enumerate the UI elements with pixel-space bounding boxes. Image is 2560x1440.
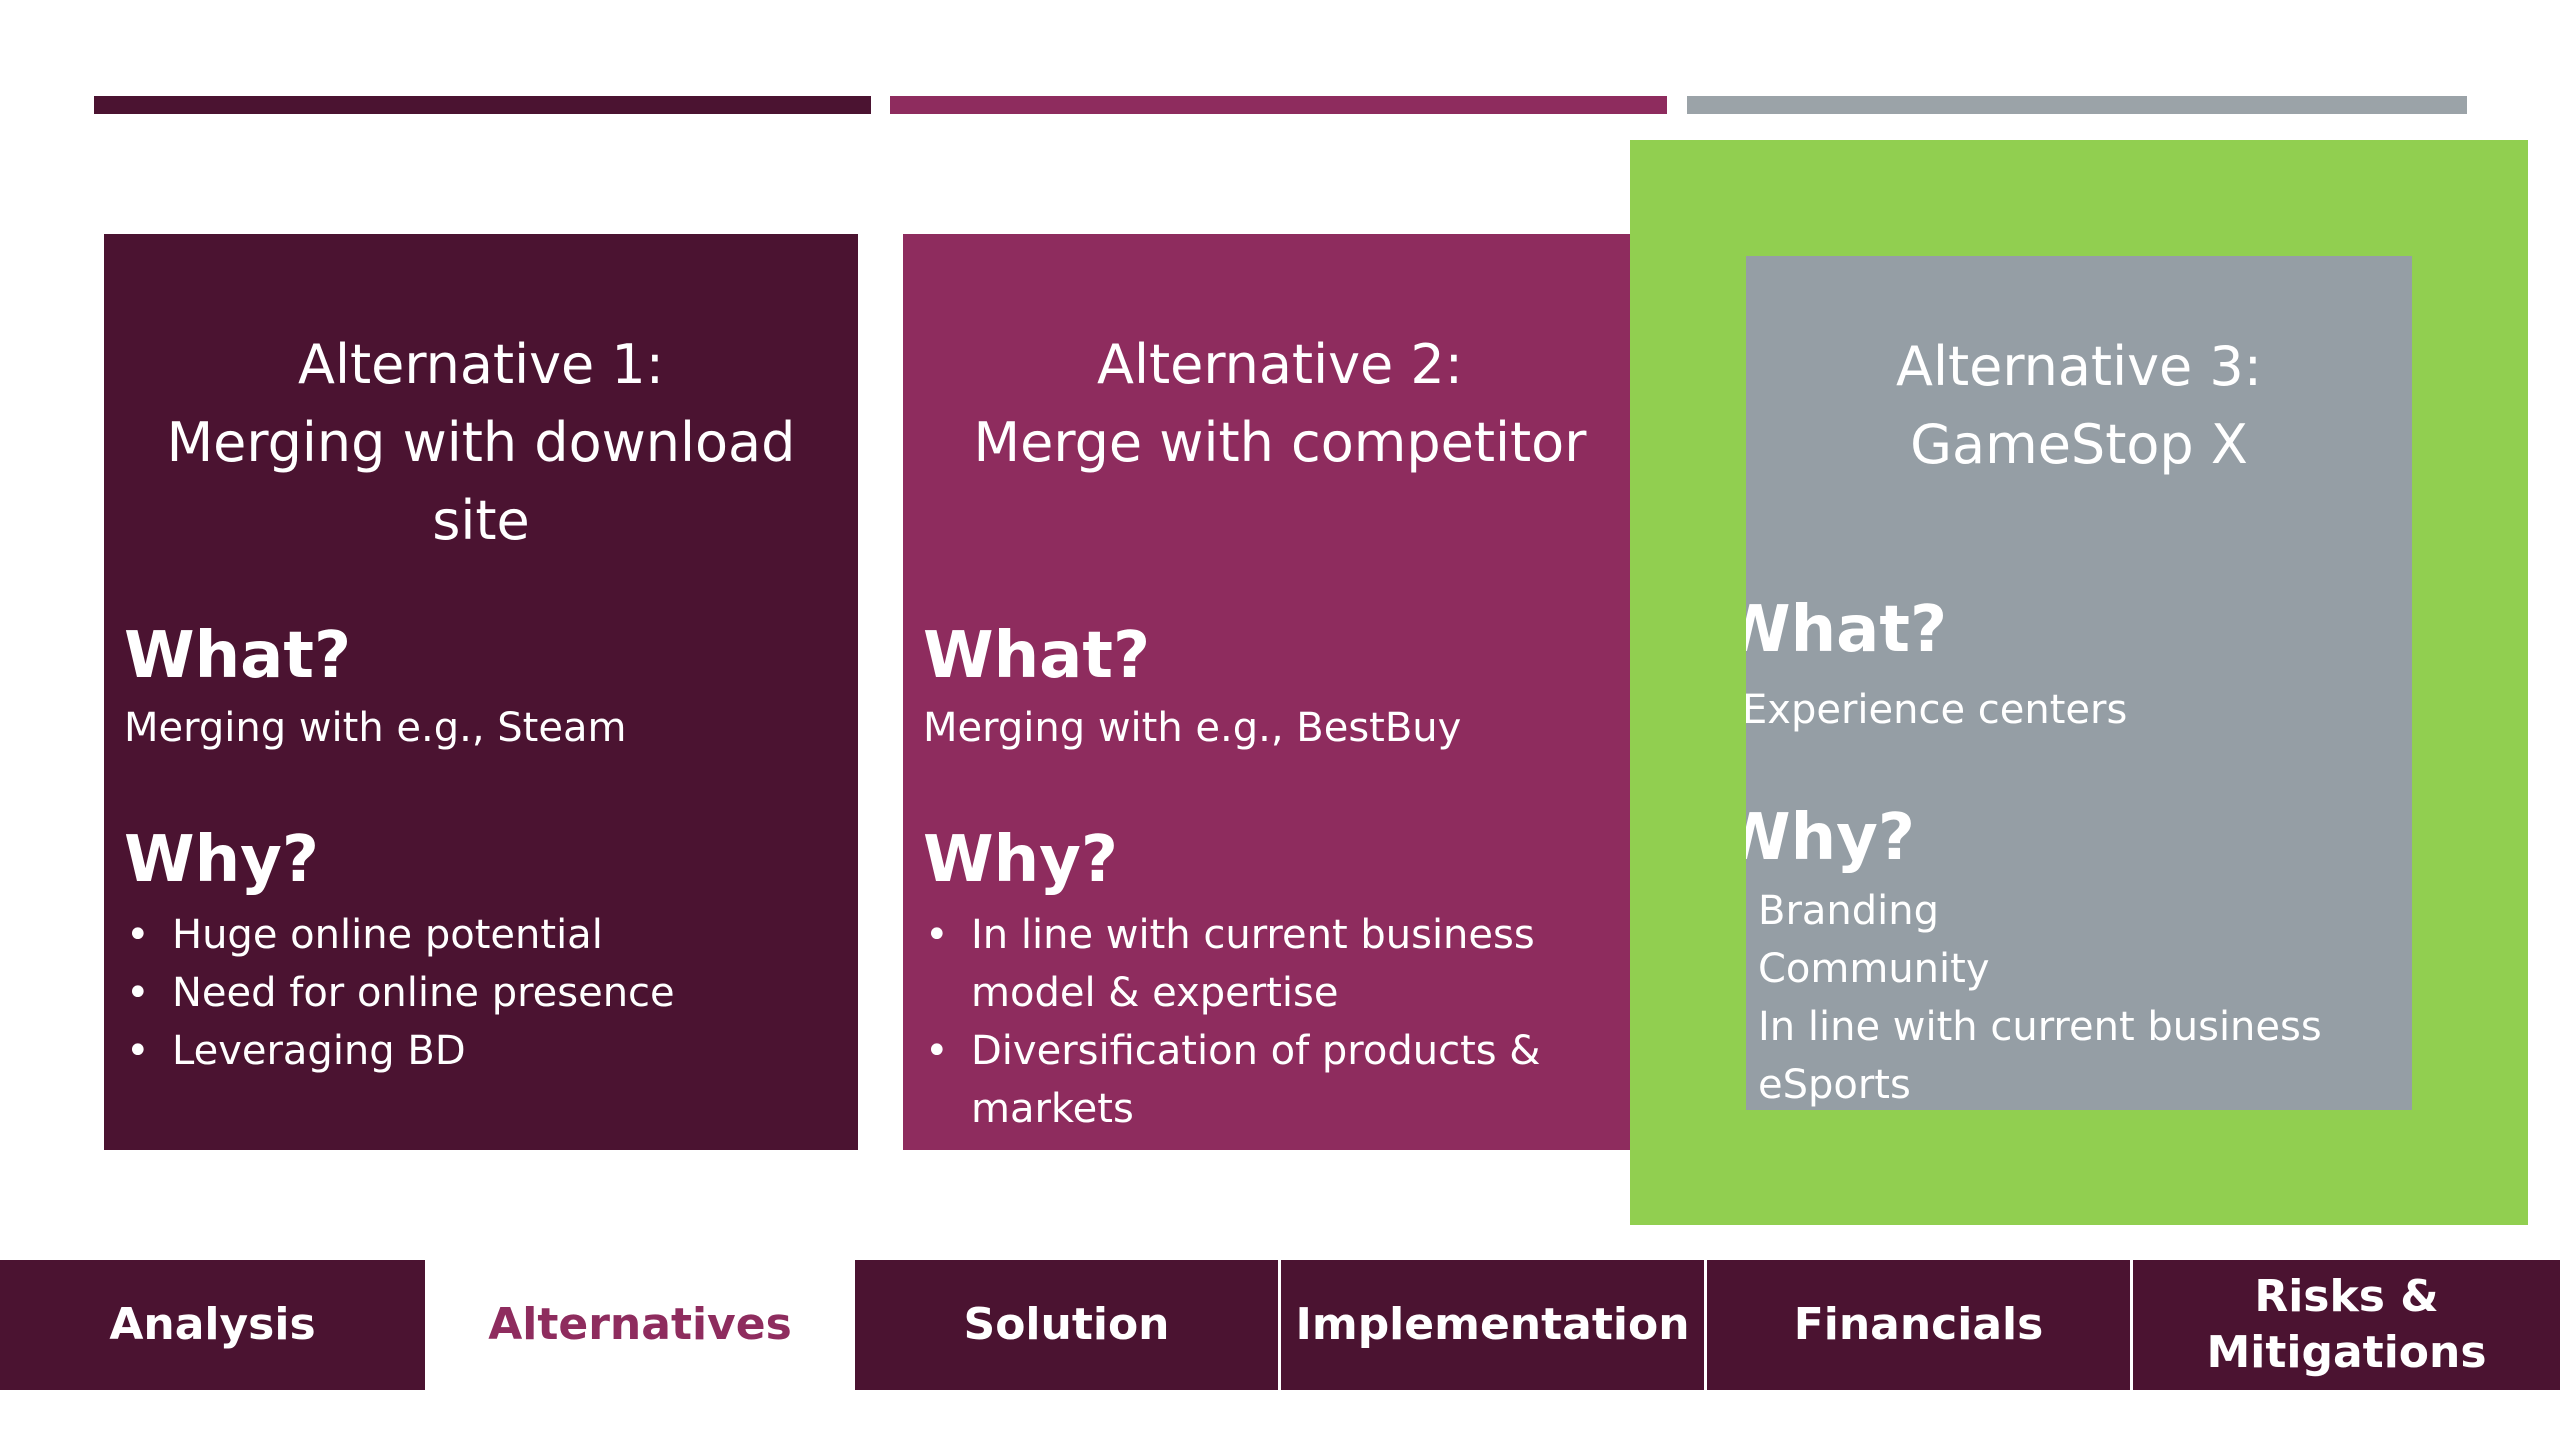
title-line: GameStop X <box>1910 413 2248 476</box>
list-item: • Huge online potential <box>124 906 838 964</box>
bullet-icon: • <box>925 1028 949 1074</box>
list-item: eSports <box>1758 1062 1911 1108</box>
bullet-icon: • <box>126 912 150 958</box>
what-heading: What? <box>923 619 1151 693</box>
why-list: • Huge online potential • Need for online … <box>124 906 838 1080</box>
tab-analysis[interactable]: Analysis <box>0 1260 425 1390</box>
tab-solution[interactable]: Solution <box>855 1260 1278 1390</box>
why-list: • In line with current business model & e… <box>923 906 1637 1138</box>
title-line: Alternative 1: <box>298 333 664 396</box>
alternative-3-card: Alternative 3: GameStop X What? Experien… <box>1746 256 2412 1110</box>
list-item: In line with current business <box>1758 1004 2322 1050</box>
alternative-3-title: Alternative 3: GameStop X <box>1746 328 2412 484</box>
accent-bar-alternative-1 <box>94 96 871 114</box>
list-item: • In line with current business model & e… <box>923 906 1637 1022</box>
list-item: • Leveraging BD <box>124 1022 838 1080</box>
list-item: Community <box>1758 946 1990 992</box>
what-text: Merging with e.g., BestBuy <box>923 705 1462 751</box>
title-line: Alternative 2: <box>1097 333 1463 396</box>
tab-implementation[interactable]: Implementation <box>1281 1260 1704 1390</box>
tab-risks-mitigations[interactable]: Risks & Mitigations <box>2133 1260 2560 1390</box>
why-heading: Why? <box>1746 801 1915 875</box>
alternative-2-title: Alternative 2: Merge with competitor <box>903 326 1657 482</box>
what-text: Experience centers <box>1746 687 2128 733</box>
tab-alternatives[interactable]: Alternatives <box>425 1260 855 1390</box>
alternative-1-title: Alternative 1: Merging with download sit… <box>104 326 858 560</box>
section-nav: Analysis Alternatives Solution Implement… <box>0 1260 2560 1390</box>
list-item: • Diversification of products & markets <box>923 1022 1637 1138</box>
title-line: site <box>432 489 530 552</box>
title-line: Alternative 3: <box>1896 335 2262 398</box>
accent-bar-alternative-2 <box>890 96 1667 114</box>
why-heading: Why? <box>923 823 1118 897</box>
what-text: Merging with e.g., Steam <box>124 705 627 751</box>
what-heading: What? <box>124 619 352 693</box>
accent-bar-alternative-3 <box>1687 96 2467 114</box>
list-item-text: Leveraging BD <box>172 1028 466 1074</box>
list-item-text: Need for online presence <box>172 970 675 1016</box>
bullet-icon: • <box>925 912 949 958</box>
list-item: • Need for online presence <box>124 964 838 1022</box>
list-item-text: In line with current business model & ex… <box>971 912 1535 1016</box>
list-item-text: Diversification of products & markets <box>971 1028 1541 1132</box>
bullet-icon: • <box>126 1028 150 1074</box>
alternative-2-card: Alternative 2: Merge with competitor Wha… <box>903 234 1657 1150</box>
title-line: Merge with competitor <box>973 411 1587 474</box>
tab-financials[interactable]: Financials <box>1707 1260 2130 1390</box>
list-item-text: Huge online potential <box>172 912 603 958</box>
why-list: Branding Community In line with current … <box>1758 882 2322 1110</box>
bullet-icon: • <box>126 970 150 1016</box>
alternative-1-card: Alternative 1: Merging with download sit… <box>104 234 858 1150</box>
list-item: Branding <box>1758 888 1939 934</box>
what-heading: What? <box>1746 593 1948 667</box>
title-line: Merging with download <box>166 411 796 474</box>
why-heading: Why? <box>124 823 319 897</box>
